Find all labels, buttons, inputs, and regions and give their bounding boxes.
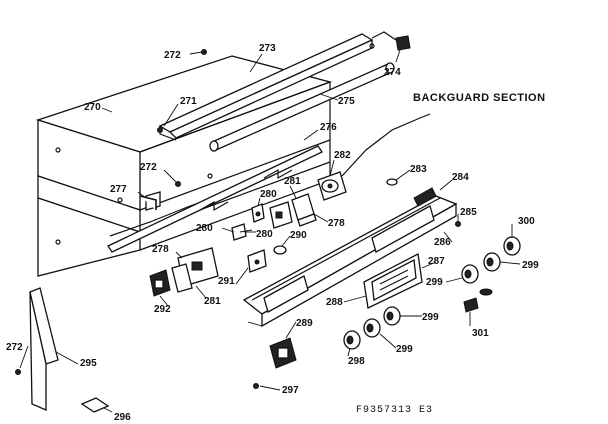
- screw-297: [253, 383, 259, 389]
- part-label-277: 277: [110, 184, 127, 195]
- part-label-280: 280: [196, 223, 213, 234]
- part-label-281: 281: [284, 176, 301, 187]
- lamp-socket-274: [369, 31, 411, 51]
- lamp-holder-280-b: [231, 223, 253, 241]
- part-label-287: 287: [428, 256, 445, 267]
- part-label-297: 297: [282, 385, 299, 396]
- clip-285: [455, 221, 461, 227]
- knob-299-d: [363, 318, 381, 338]
- part-label-280: 280: [256, 229, 273, 240]
- switch-289: [269, 337, 297, 369]
- part-label-298: 298: [348, 356, 365, 367]
- part-label-286: 286: [434, 237, 451, 248]
- part-label-284: 284: [452, 172, 469, 183]
- part-label-283: 283: [410, 164, 427, 175]
- side-trim-295: [29, 287, 59, 411]
- part-label-271: 271: [180, 96, 197, 107]
- knob-298: [343, 330, 361, 350]
- part-label-301: 301: [472, 328, 489, 339]
- diagram-title: BACKGUARD SECTION: [413, 92, 546, 104]
- fluorescent-tube-275: [209, 62, 395, 152]
- part-label-300: 300: [518, 216, 535, 227]
- part-label-274: 274: [384, 67, 401, 78]
- part-label-272: 272: [140, 162, 157, 173]
- part-label-289: 289: [296, 318, 313, 329]
- nut-290: [273, 245, 287, 255]
- part-label-290: 290: [290, 230, 307, 241]
- knob-299-c: [383, 306, 401, 326]
- knob-299-a: [483, 252, 501, 272]
- part-label-299: 299: [422, 312, 439, 323]
- part-label-299: 299: [426, 277, 443, 288]
- part-label-296: 296: [114, 412, 131, 423]
- part-label-295: 295: [80, 358, 97, 369]
- leader-lines: [19, 49, 521, 413]
- part-label-280: 280: [260, 189, 277, 200]
- switch-281-upper: [291, 193, 317, 227]
- switch-278-upper: [269, 201, 293, 229]
- part-label-288: 288: [326, 297, 343, 308]
- switch-281-lower: [171, 263, 193, 293]
- part-label-278: 278: [328, 218, 345, 229]
- knob-300: [503, 236, 521, 256]
- timer-motor-282: [317, 113, 431, 201]
- knob-287: [461, 264, 479, 284]
- part-label-299: 299: [396, 344, 413, 355]
- trim-cover-273: [158, 33, 374, 141]
- part-label-278: 278: [152, 244, 169, 255]
- part-label-272: 272: [164, 50, 181, 61]
- part-label-282: 282: [334, 150, 351, 161]
- part-label-281: 281: [204, 296, 221, 307]
- backguard-panel-270: [35, 55, 333, 277]
- clip-283: [386, 178, 398, 186]
- part-label-299: 299: [522, 260, 539, 271]
- spring-286: [479, 288, 493, 296]
- part-label-273: 273: [259, 43, 276, 54]
- part-label-276: 276: [320, 122, 337, 133]
- screw-272-top: [201, 49, 207, 55]
- spring-301: [463, 297, 479, 313]
- drawing-code: F9357313 E3: [356, 405, 433, 416]
- part-labels: 272 273 274 270 271 275 276 272 282 283 …: [6, 43, 539, 423]
- part-label-292: 292: [154, 304, 171, 315]
- screw-271: [157, 127, 163, 133]
- knob-292: [149, 269, 171, 297]
- bracket-291: [247, 249, 267, 273]
- control-panel-284: [242, 187, 458, 328]
- lamp-holder-280-a: [251, 203, 265, 223]
- part-label-275: 275: [338, 96, 355, 107]
- bracket-rail-276: [107, 145, 323, 253]
- part-label-272: 272: [6, 342, 23, 353]
- part-label-270: 270: [84, 102, 101, 113]
- part-label-285: 285: [460, 207, 477, 218]
- screw-272-mid: [175, 181, 181, 187]
- part-label-291: 291: [218, 276, 235, 287]
- plate-296: [80, 397, 110, 413]
- screw-272-bottom: [15, 369, 21, 375]
- clock-bezel-288: [363, 253, 423, 309]
